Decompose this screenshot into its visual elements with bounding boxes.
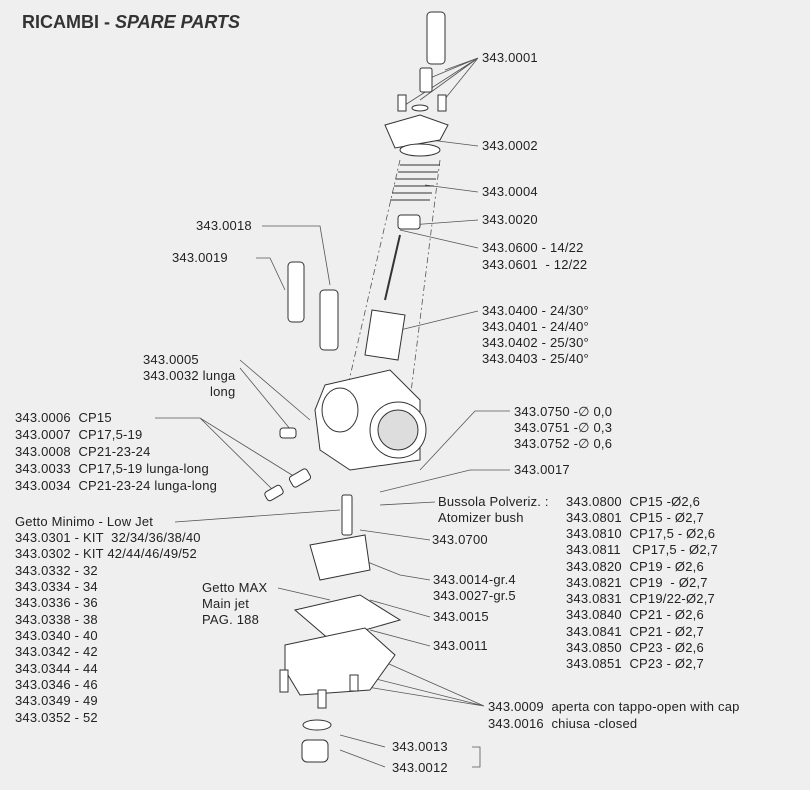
part-label: Getto MAX [202,580,268,595]
list-item: 343.0344 - 44 [15,661,98,676]
part-label: 343.0011 [433,638,488,653]
part-label: 343.0001 [482,50,538,65]
list-item: 343.0006 CP15 [15,410,112,425]
list-item: 343.0851 CP23 - Ø2,7 [566,656,704,671]
part-label: 343.0018 [196,218,252,233]
list-item: 343.0346 - 46 [15,677,98,692]
part-cap-tube [426,11,446,65]
list-item: 343.0820 CP19 - Ø2,6 [566,559,704,574]
part-0019 [287,261,305,323]
part-label: 343.0700 [432,532,488,547]
part-label: 343.0016 chiusa -closed [488,716,638,731]
part-label: 343.0601 - 12/22 [482,257,588,272]
part-slide [364,309,406,361]
part-label: 343.0013 [392,739,448,754]
part-label: 343.0017 [514,462,570,477]
part-label: PAG. 188 [202,612,260,627]
part-label: 343.0004 [482,184,538,199]
list-item: 343.0008 CP21-23-24 [15,444,151,459]
part-label: 343.0752 -∅ 0,6 [514,436,613,451]
part-gasket [293,594,402,641]
part-label: 343.0402 - 25/30° [482,335,589,350]
list-item: 343.0340 - 40 [15,628,98,643]
part-label: 343.0032 lunga [143,368,236,383]
list-item: 343.0821 CP19 - Ø2,7 [566,575,708,590]
part-label: Main jet [202,596,250,611]
list-item: 343.0302 - KIT 42/44/46/49/52 [15,546,197,561]
part-label: 343.0401 - 24/40° [482,319,589,334]
list-item: 343.0800 CP15 -Ø2,6 [566,494,701,509]
part-label: 343.0020 [482,212,538,227]
page-title: RICAMBI - SPARE PARTS [22,12,241,32]
list-item: 343.0840 CP21 - Ø2,6 [566,607,704,622]
part-label: 343.0600 - 14/22 [482,240,584,255]
parts-drawing [264,11,449,763]
list-heading: Atomizer bush [438,510,524,525]
part-label: 343.0403 - 25/40° [482,351,589,366]
part-label: 343.0005 [143,352,199,367]
list-item: 343.0033 CP17,5-19 lunga-long [15,461,209,476]
part-label: 343.0015 [433,609,489,624]
list-item: 343.0810 CP17,5 - Ø2,6 [566,526,716,541]
list-item: 343.0034 CP21-23-24 lunga-long [15,478,218,493]
part-label: 343.0019 [172,250,228,265]
list-item: 343.0801 CP15 - Ø2,7 [566,510,704,525]
list-item: 343.0831 CP19/22-Ø2,7 [566,591,715,606]
list-item: 343.0336 - 36 [15,595,98,610]
part-label: 343.0014-gr.4 [433,572,516,587]
list-item: 343.0850 CP23 - Ø2,6 [566,640,704,655]
part-0018 [319,289,339,351]
part-label: 343.0400 - 24/30° [482,303,589,318]
list-item: 343.0334 - 34 [15,579,98,594]
part-label: 343.0009 aperta con tappo-open with cap [488,699,740,714]
part-label: 343.0027-gr.5 [433,588,516,603]
list-item: 343.0349 - 49 [15,693,98,708]
part-label: 343.0750 -∅ 0,0 [514,404,613,419]
list-item: 343.0301 - KIT 32/34/36/38/40 [15,530,201,545]
list-item: 343.0007 CP17,5-19 [15,427,143,442]
leader-lines [155,57,510,768]
part-label: 343.0751 -∅ 0,3 [514,420,613,435]
list-heading: Bussola Polveriz. : [438,494,549,509]
part-float-bowl [284,627,396,696]
list-item: 343.0338 - 38 [15,612,98,627]
part-label: long [210,384,236,399]
list-item: 343.0352 - 52 [15,710,98,725]
part-top-cover [384,114,449,149]
list-item: 343.0342 - 42 [15,644,98,659]
part-label: 343.0002 [482,138,538,153]
list-item: 343.0332 - 32 [15,563,98,578]
part-label: 343.0012 [392,760,448,775]
part-float [309,534,371,581]
list-item: 343.0841 CP21 - Ø2,7 [566,624,704,639]
list-item: 343.0811 CP17,5 - Ø2,7 [566,542,718,557]
part-spring [390,164,440,201]
list-heading: Getto Minimo - Low Jet [15,514,154,529]
